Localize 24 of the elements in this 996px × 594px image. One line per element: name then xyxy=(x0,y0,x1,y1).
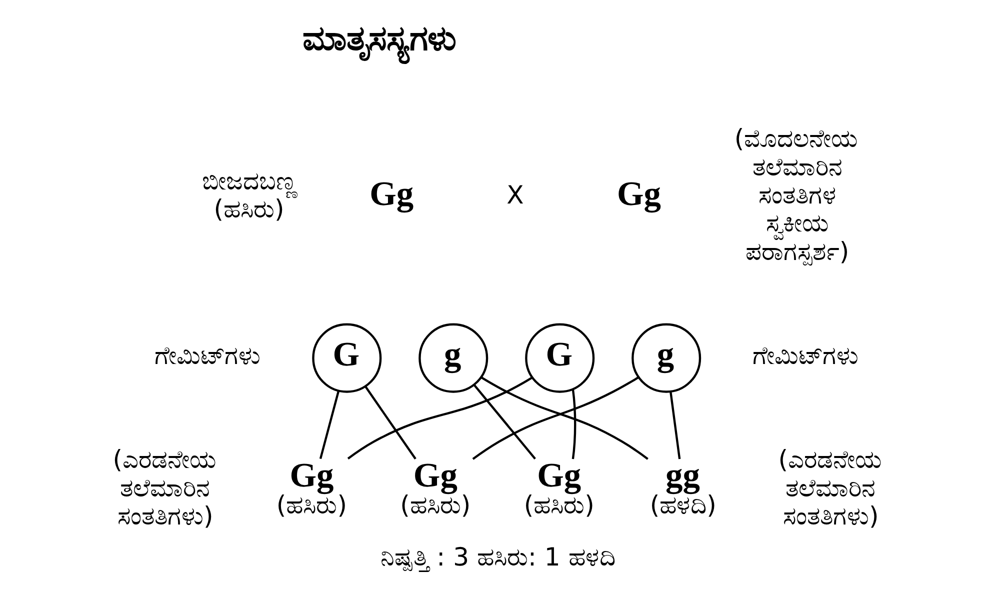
label: (ಮೊದಲನೇಯ ತಲೆಮಾರಿನ ಸಂತತಿಗಳ ಸ್ವಕೀಯ ಪರಾಗಸ್ಪರ್ಶ) xyxy=(734,124,858,266)
node-circle: g xyxy=(418,323,488,393)
label: Gg xyxy=(370,174,414,213)
node-circle: g xyxy=(632,323,702,393)
label: (ಎರಡನೇಯ ತಲೆಮಾರಿನ ಸಂತತಿಗಳು) xyxy=(778,445,882,531)
label: (ಎರಡನೇಯ ತಲೆಮಾರಿನ ಸಂತತಿಗಳು) xyxy=(112,445,217,531)
connector xyxy=(474,384,536,460)
node-text: Gg (ಹಸಿರು) xyxy=(400,456,471,520)
label: Gg xyxy=(617,174,662,213)
node-circle: G xyxy=(312,323,382,393)
label: ಬೀಜದಬಣ್ಣ (ಹಸಿರು) xyxy=(202,166,298,224)
node-text: Gg (ಹಸಿರು) xyxy=(524,456,594,520)
node-circle: G xyxy=(525,323,595,393)
connector xyxy=(319,390,340,459)
label: ಗೇಮಿಟ್‌ಗಳು xyxy=(154,341,260,370)
connector xyxy=(347,376,533,460)
connector xyxy=(364,386,416,460)
label: ಗೇಮಿಟ್‌ಗಳು xyxy=(752,341,858,370)
label: X xyxy=(506,180,524,210)
node-text: gg (ಹಳದಿ) xyxy=(650,456,716,520)
connector xyxy=(670,391,681,460)
caption: ನಿಷ್ಪತ್ತಿ : 3 ಹಸಿರು: 1 ಹಳದಿ xyxy=(380,542,616,572)
node-text: Gg (ಹಸಿರು) xyxy=(276,456,347,520)
connector xyxy=(572,389,576,460)
